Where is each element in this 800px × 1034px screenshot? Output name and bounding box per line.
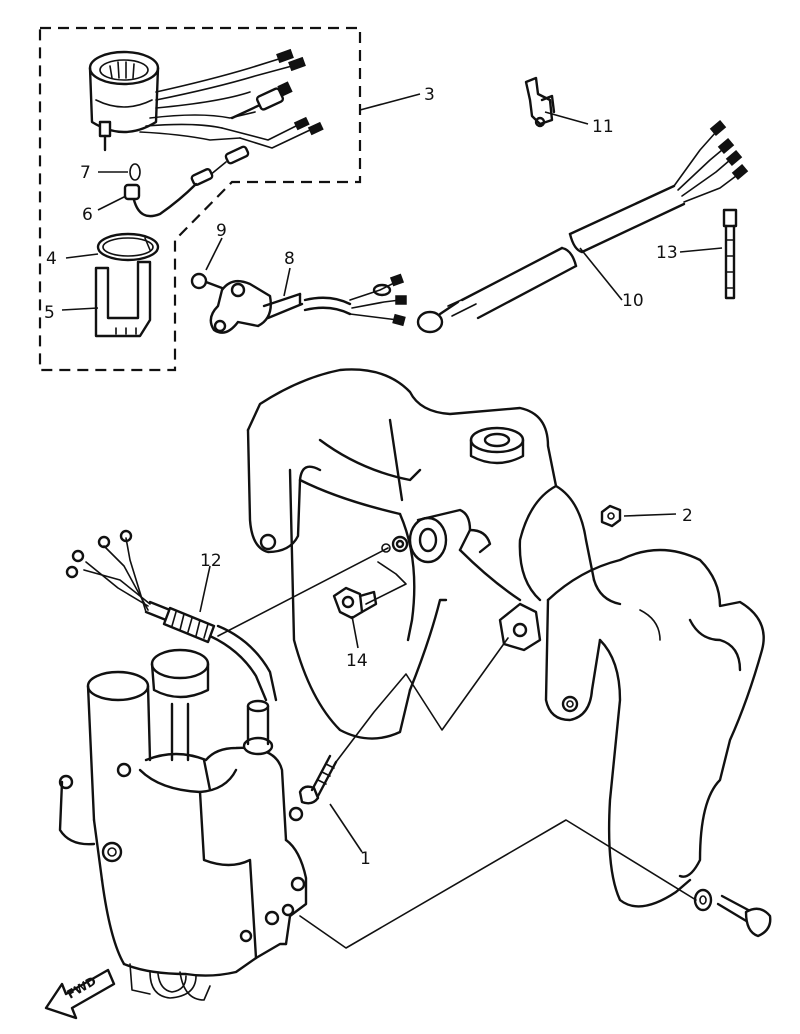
gauge-bracket bbox=[94, 260, 152, 338]
label-4: 4 bbox=[46, 249, 57, 269]
leader-lines bbox=[61, 93, 723, 853]
clamp-band bbox=[96, 232, 160, 262]
label-11: 11 bbox=[592, 117, 614, 137]
cable-tie bbox=[722, 208, 738, 300]
label-8: 8 bbox=[284, 249, 295, 269]
screw bbox=[190, 272, 224, 290]
wire-clamp bbox=[332, 586, 378, 620]
swivel-bracket bbox=[246, 368, 622, 740]
cable-clip bbox=[524, 76, 556, 128]
label-14: 14 bbox=[346, 651, 368, 671]
meter-gauge bbox=[88, 48, 324, 186]
nut bbox=[600, 504, 622, 528]
rear-bolt-washer bbox=[693, 888, 772, 938]
label-5: 5 bbox=[44, 303, 55, 323]
label-7: 7 bbox=[80, 163, 91, 183]
label-3: 3 bbox=[424, 85, 435, 105]
stern-bracket bbox=[498, 548, 765, 908]
fwd-direction-arrow: FWD bbox=[44, 968, 116, 1020]
label-9: 9 bbox=[216, 221, 227, 241]
sender-unit bbox=[123, 182, 198, 218]
o-ring bbox=[129, 163, 141, 181]
power-tilt-unit bbox=[58, 529, 308, 1001]
label-13: 13 bbox=[656, 243, 678, 263]
callout-labels: 1 2 3 4 5 6 7 8 9 10 11 12 13 14 bbox=[44, 85, 693, 869]
assembly-lines bbox=[217, 547, 697, 949]
label-10: 10 bbox=[622, 291, 644, 311]
label-12: 12 bbox=[200, 551, 222, 571]
label-6: 6 bbox=[82, 205, 93, 225]
main-wire-harness bbox=[416, 120, 749, 334]
kit-dashed-outline bbox=[38, 26, 362, 372]
switch-with-lead bbox=[209, 273, 407, 334]
label-1: 1 bbox=[360, 849, 371, 869]
mounting-bolt bbox=[298, 754, 338, 805]
label-2: 2 bbox=[682, 506, 693, 526]
